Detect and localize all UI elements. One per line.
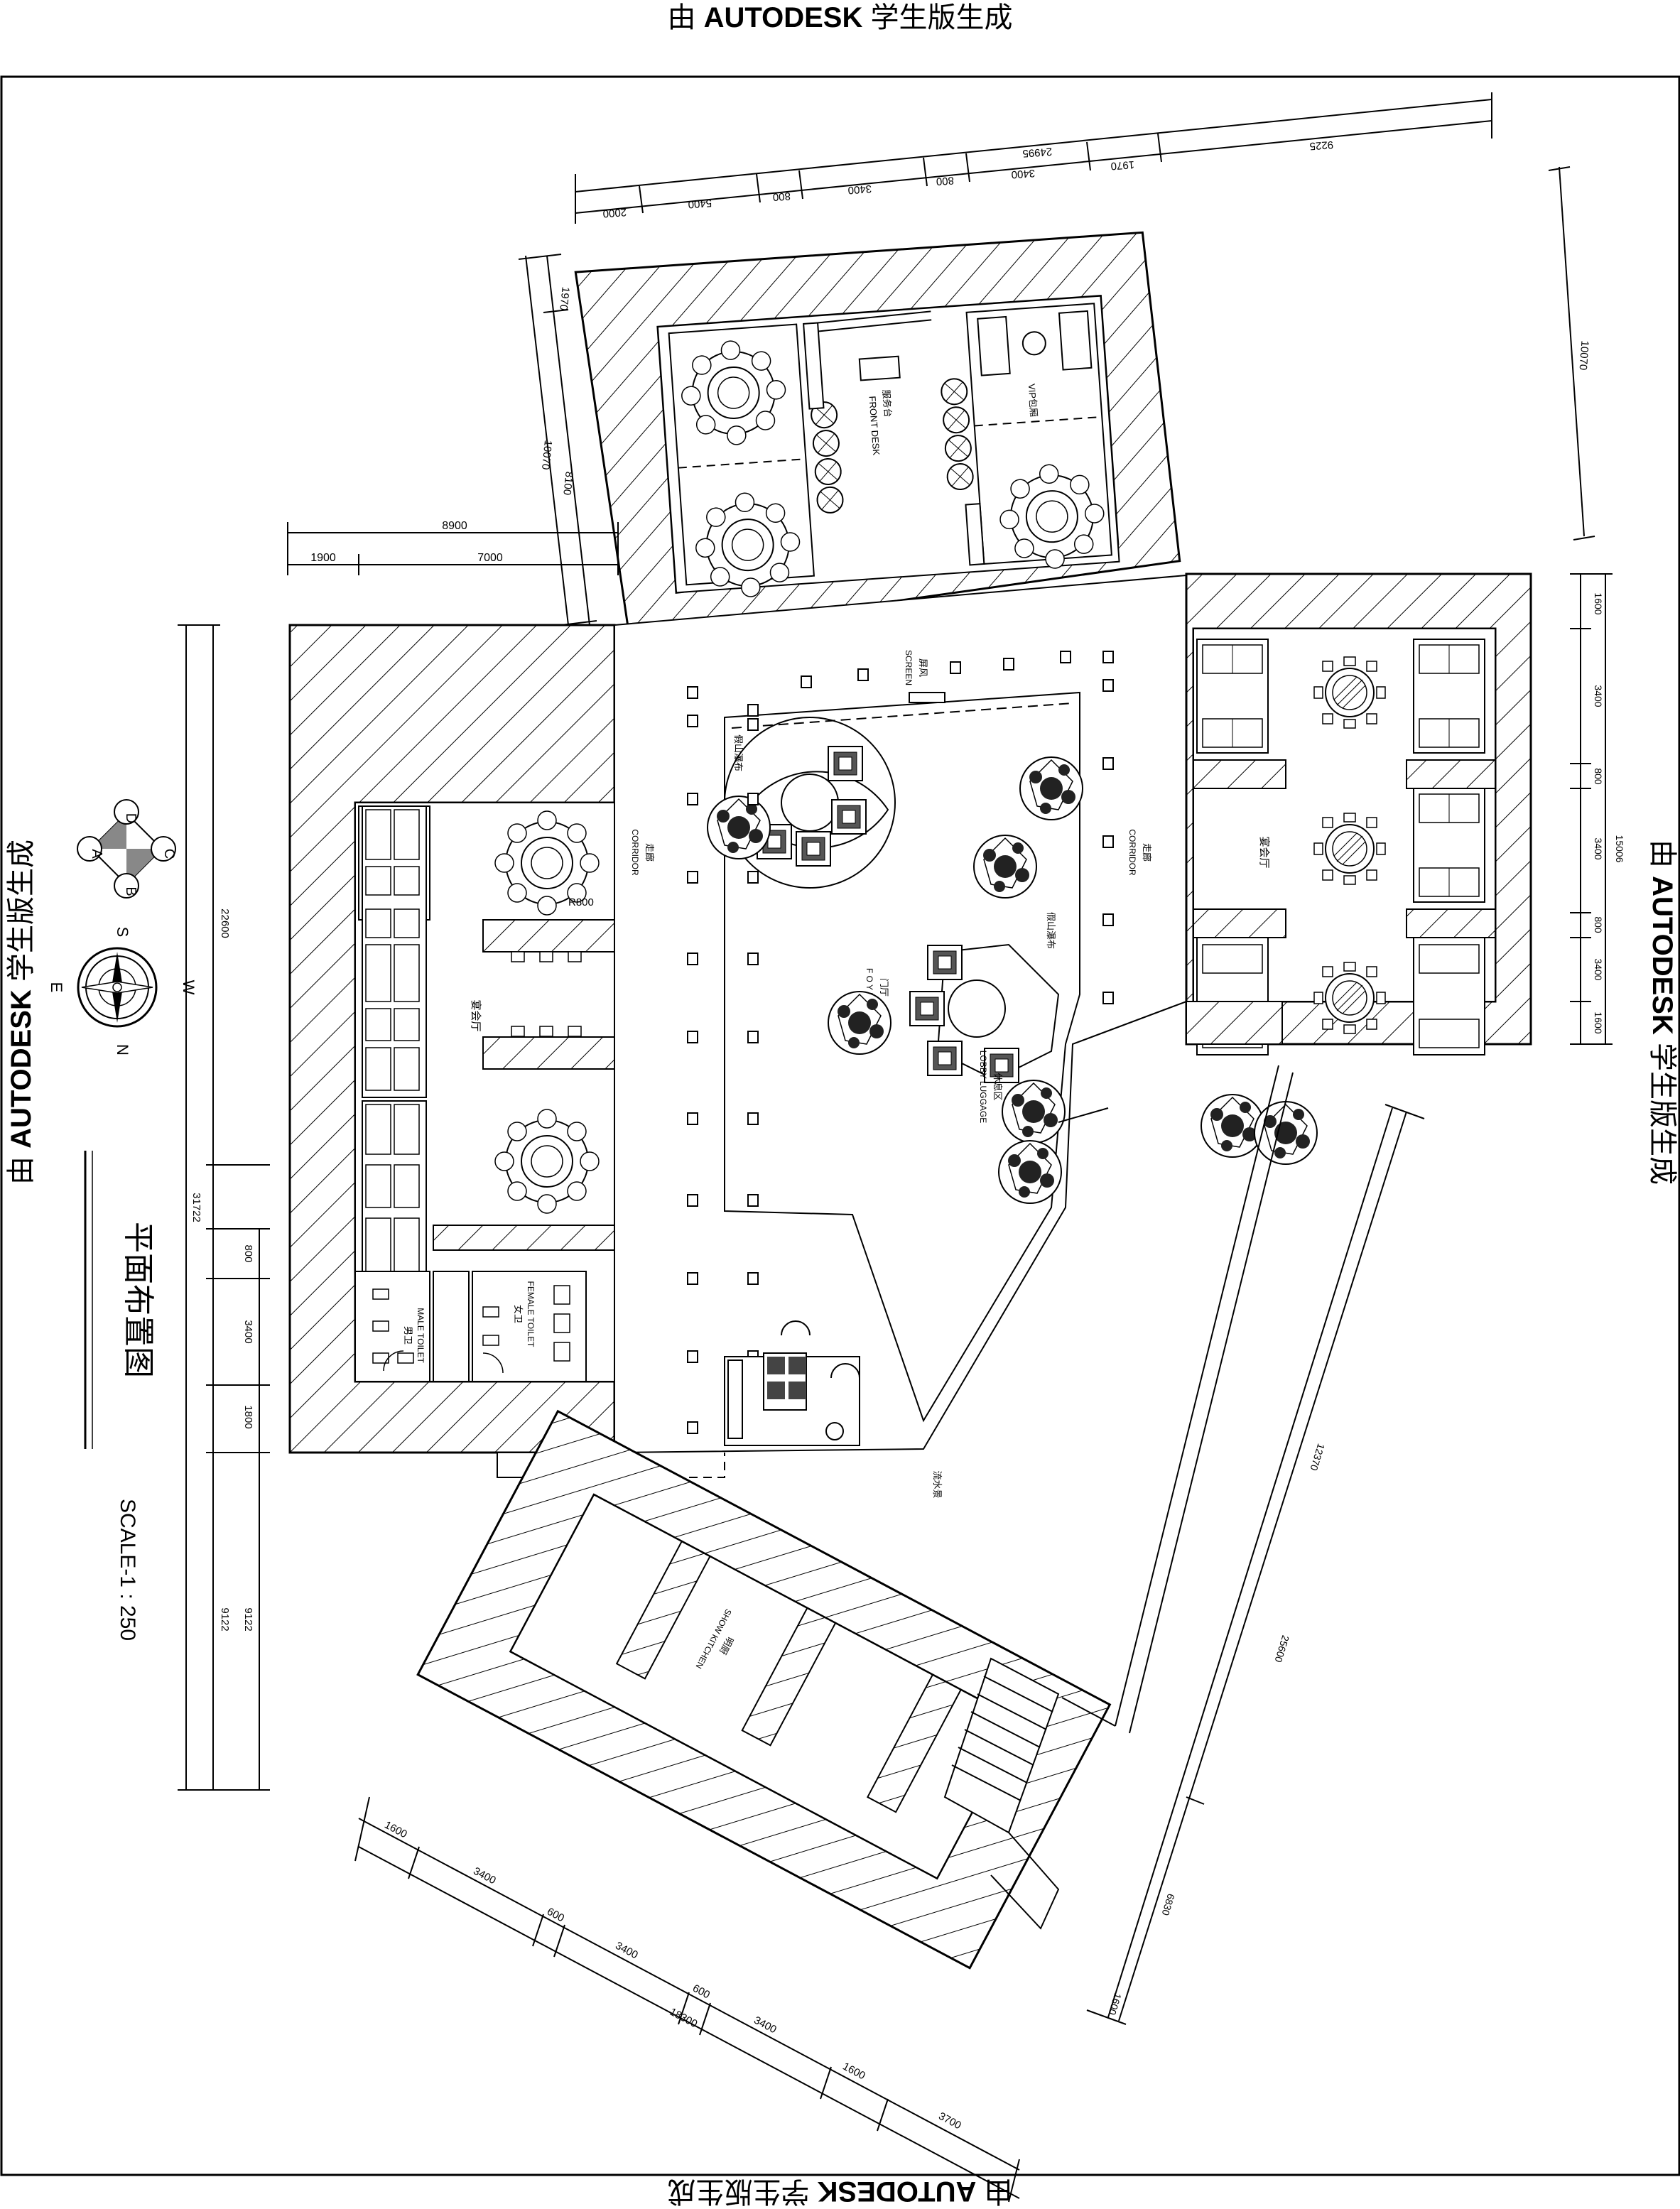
corridor-left-cn: 走廊 [644, 843, 655, 862]
top-right-dimension [1548, 166, 1595, 541]
front-desk-en-label: FRONT DESK [867, 396, 882, 456]
dim-top-1: 2000 [602, 206, 627, 219]
drawing-scale: SCALE-1 : 250 [116, 1499, 139, 1641]
dim-ul-2: 10070 [539, 440, 554, 470]
female-toilet-cn: 女卫 [513, 1305, 524, 1323]
dim-left-seg-3: 1800 [242, 1405, 254, 1428]
dim-top-5: 800 [936, 174, 954, 188]
dining-right-label: 宴会厅 [1258, 836, 1271, 868]
dim-right-1: 1600 [1593, 592, 1604, 614]
foyer-cn-label: 门厅 [879, 978, 889, 997]
dim-right-7: 1600 [1593, 1011, 1604, 1033]
screen-cn-label: 屏风 [918, 658, 928, 677]
axis-bubble-b: B [123, 886, 139, 896]
axis-bubble-c: C [161, 849, 177, 859]
compass-south: S [114, 927, 131, 938]
female-toilet-en: FEMALE TOILET [526, 1281, 536, 1348]
stairs [943, 1657, 1060, 1930]
upper-left-dimension [518, 254, 597, 626]
dim-left-seg-1: 800 [242, 1244, 254, 1262]
dim-diag-2: 25600 [1272, 1634, 1291, 1664]
lobby-en-label: LOBBY LUGGAGE [978, 1051, 988, 1124]
drawing-title: 平面布置图 [121, 1222, 156, 1378]
male-toilet-en: MALE TOILET [416, 1308, 426, 1363]
right-wing: 宴会厅 [1185, 572, 1532, 1055]
dim-top-2: 5400 [688, 197, 712, 210]
screen-en-label: SCREEN [904, 650, 914, 685]
mid-horizontal-dimension [287, 522, 619, 575]
male-toilet-cn: 男卫 [403, 1326, 413, 1345]
dim-bottom-3: 600 [545, 1906, 566, 1925]
dining-left-label: 宴会厅 [470, 999, 482, 1031]
dim-bottom-7: 1600 [840, 2061, 867, 2083]
dim-left-seg-5: 9122 [242, 1607, 254, 1631]
dim-top-3: 800 [772, 190, 791, 203]
corridor-left-en: CORRIDOR [630, 829, 640, 876]
axis-bubbles [77, 799, 176, 899]
bottom-dimension [354, 1796, 1020, 2203]
dim-top-6: 3400 [1011, 167, 1035, 180]
dim-right-overall: 15006 [1614, 835, 1625, 863]
top-dimension-labels: 2000 5400 800 3400 800 3400 1970 9225 24… [602, 139, 1333, 219]
title-block: 平面布置图 SCALE-1 : 250 [84, 1151, 156, 1641]
drawing-border [0, 75, 1680, 2176]
dim-left-overall-1: 22600 [219, 908, 231, 938]
ramp-lines [1058, 1065, 1425, 2025]
axis-bubble-d: D [123, 813, 139, 823]
dim-mid-2: 1900 [310, 552, 336, 564]
dim-ul-1: 1970 [557, 286, 571, 311]
dim-bottom-4: 3400 [613, 1940, 639, 1962]
dim-left-seg-4: 9122 [219, 1607, 231, 1631]
dim-right-3: 800 [1593, 768, 1604, 785]
dim-diag-3: 6830 [1160, 1892, 1177, 1917]
compass-icon [77, 947, 158, 1028]
dim-bottom-5: 600 [690, 1982, 712, 2002]
left-dimension [178, 624, 270, 1791]
compass-east: E [48, 982, 65, 993]
rockery-1-label: 假山瀑布 [733, 734, 744, 771]
radius-note: R800 [568, 896, 594, 908]
foyer: 屏风 SCREEN 假山瀑布 假山瀑布 休息区 LOBBY LUGGAGE 门厅… [614, 574, 1318, 1499]
dim-bottom-2: 3400 [471, 1865, 497, 1887]
dim-diag-1: 12370 [1308, 1443, 1327, 1472]
kitchen-wing: 明厨 SHOW KITCHEN [416, 1409, 1112, 1970]
axis-bubble-a: A [89, 849, 104, 859]
dim-right-5: 800 [1593, 916, 1604, 933]
dim-top-overall: 24995 [1022, 146, 1053, 160]
dim-mid-3: 7000 [477, 552, 503, 564]
dim-left-overall-2: 31722 [190, 1193, 202, 1222]
dim-top-8: 9225 [1309, 139, 1333, 152]
dim-right-2: 3400 [1593, 685, 1604, 707]
dim-top-4: 3400 [847, 183, 872, 196]
dim-bottom-6: 3400 [752, 2014, 778, 2036]
dim-ul-3: 8100 [560, 471, 575, 496]
watermark-top: 由 AUTODESK 学生版生成 [667, 2, 1013, 33]
left-wing: R800 宴会厅 男卫 MALE TOILET 女卫 [288, 624, 616, 1478]
front-desk-cn-label: 服务台 [881, 389, 894, 418]
rockery-2-label: 假山瀑布 [1046, 912, 1056, 949]
compass-west: W [180, 980, 197, 995]
vip-room-label: VIP包厢 [1026, 384, 1039, 418]
right-dimension [1570, 573, 1613, 1045]
dim-top-right: 10070 [1577, 340, 1591, 371]
dim-left-seg-2: 3400 [242, 1320, 254, 1343]
corridor-right-en: CORRIDOR [1127, 829, 1137, 876]
corridor-right-cn: 走廊 [1142, 843, 1152, 862]
dim-right-6: 3400 [1593, 958, 1604, 980]
dim-right-4: 3400 [1593, 837, 1604, 859]
dim-top-7: 1970 [1110, 158, 1134, 172]
top-wing: 服务台 FRONT DESK VIP包厢 [574, 231, 1181, 640]
compass-north: N [114, 1044, 131, 1055]
lobby-cn-label: 休息区 [992, 1073, 1003, 1100]
dim-mid-1: 8900 [442, 520, 467, 532]
top-dimension [575, 92, 1492, 224]
water-feature-label: 流水景 [932, 1470, 943, 1498]
